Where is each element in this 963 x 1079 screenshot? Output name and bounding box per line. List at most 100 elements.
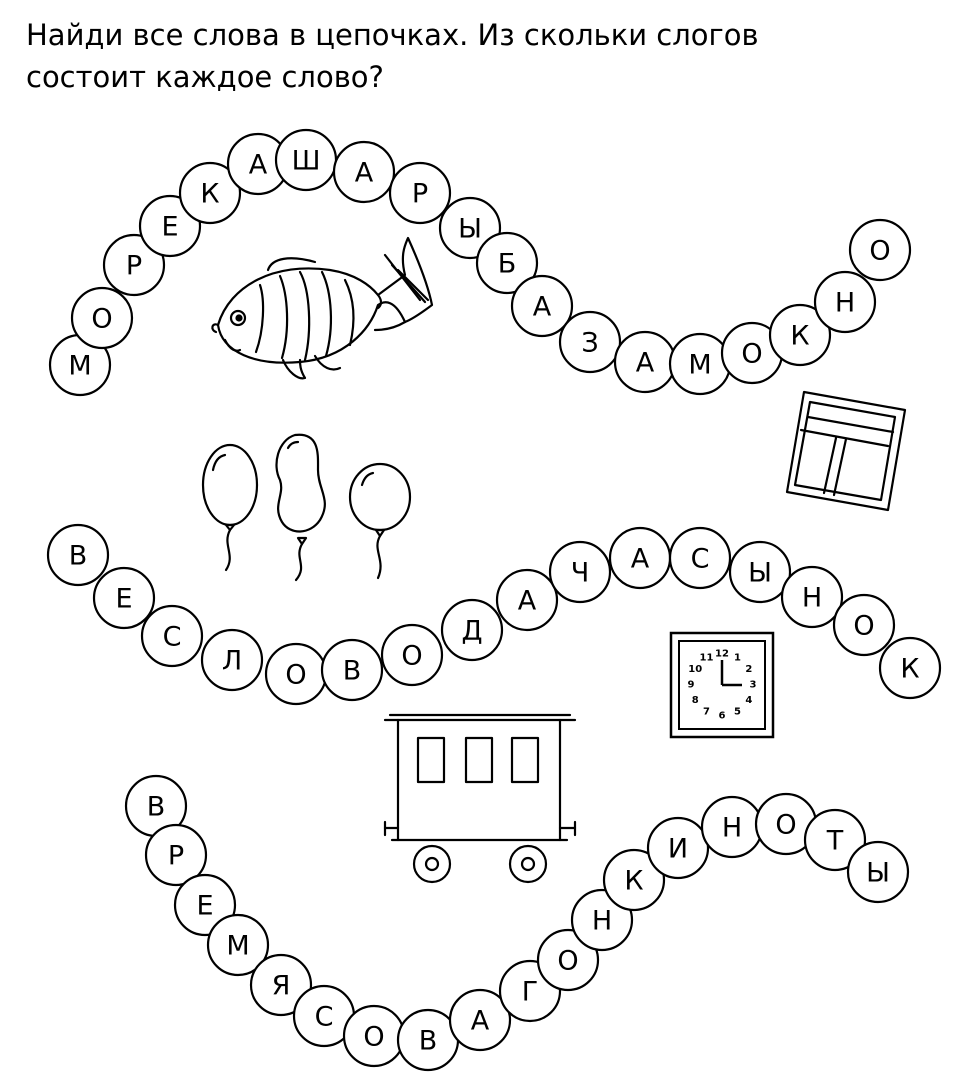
clock-number: 12: [715, 649, 729, 660]
letter-bead: О: [832, 593, 896, 657]
bead-circle: [178, 161, 242, 225]
bead-circle: [780, 565, 844, 629]
clock-number: 6: [719, 711, 726, 722]
wagon-picture: [383, 713, 577, 884]
letter-bead: Я: [249, 953, 313, 1017]
letter-bead: К: [178, 161, 242, 225]
bead-letter: С: [315, 1002, 334, 1033]
bead-letter: Л: [222, 646, 242, 677]
bead-circle: [602, 848, 666, 912]
letter-bead: М: [668, 332, 732, 396]
bead-letter: С: [163, 622, 182, 653]
bead-circle: [475, 231, 539, 295]
bead-letter: Н: [722, 813, 742, 844]
bead-letter: А: [249, 150, 268, 181]
bead-circle: [548, 540, 612, 604]
bead-letter: Ы: [866, 858, 890, 889]
bead-circle: [388, 161, 452, 225]
bead-letter: Н: [835, 288, 855, 319]
bead-letter: Г: [522, 977, 538, 1008]
bead-letter: В: [343, 656, 362, 687]
bead-letter: Д: [461, 616, 482, 647]
bead-circle: [206, 913, 270, 977]
bead-circle: [846, 840, 910, 904]
bead-circle: [558, 310, 622, 374]
letter-bead: И: [646, 816, 710, 880]
letter-bead: А: [448, 988, 512, 1052]
bead-letter: М: [688, 350, 711, 381]
letter-bead: О: [70, 286, 134, 350]
letter-bead: К: [878, 636, 942, 700]
clock-number: 10: [688, 664, 702, 675]
bead-letter: А: [355, 158, 374, 189]
letter-bead: Р: [144, 823, 208, 887]
letter-bead: В: [320, 638, 384, 702]
bead-letter: З: [581, 328, 598, 359]
bead-letter: Р: [168, 841, 184, 872]
clock-number: 3: [750, 680, 757, 691]
letter-bead: С: [140, 604, 204, 668]
bead-letter: Е: [196, 891, 213, 922]
letter-bead: З: [558, 310, 622, 374]
bead-circle: [668, 526, 732, 590]
letter-bead: А: [226, 132, 290, 196]
letter-bead: А: [332, 140, 396, 204]
letter-bead: Л: [200, 628, 264, 692]
bead-letter: А: [631, 544, 650, 575]
letter-bead: А: [613, 330, 677, 394]
task-text: Найди все слова в цепочках. Из скольки с…: [26, 14, 938, 98]
letter-bead: О: [380, 623, 444, 687]
bead-circle: [320, 638, 384, 702]
bead-letter: Н: [802, 583, 822, 614]
bead-letter: А: [471, 1006, 490, 1037]
letter-bead: К: [602, 848, 666, 912]
bead-letter: К: [200, 179, 219, 210]
bead-letter: Н: [592, 906, 612, 937]
fish-picture: [211, 236, 434, 380]
bead-circle: [140, 604, 204, 668]
bead-letter: О: [869, 236, 890, 267]
letter-bead: Д: [440, 598, 504, 662]
bead-letter: Б: [498, 249, 517, 280]
bead-letter: В: [147, 792, 166, 823]
bead-letter: Е: [161, 212, 178, 243]
task-line-1: Найди все слова в цепочках. Из скольки с…: [26, 18, 759, 52]
bead-circle: [46, 523, 110, 587]
letter-bead: О: [848, 218, 912, 282]
bead-letter: Ы: [748, 558, 772, 589]
clock-number: 4: [745, 695, 752, 706]
clock-number: 7: [703, 706, 710, 717]
bead-circle: [510, 274, 574, 338]
bead-letter: К: [790, 321, 809, 352]
bead-circle: [249, 953, 313, 1017]
bead-circle: [495, 568, 559, 632]
bead-letter: В: [69, 541, 88, 572]
bead-circle: [380, 623, 444, 687]
bead-circle: [878, 636, 942, 700]
bead-circle: [813, 270, 877, 334]
bead-circle: [832, 593, 896, 657]
bead-letter: О: [775, 810, 796, 841]
letter-bead: В: [46, 523, 110, 587]
letter-bead: А: [608, 526, 672, 590]
clock-number: 9: [688, 680, 695, 691]
bead-letter: Р: [412, 179, 428, 210]
letter-bead: А: [495, 568, 559, 632]
bead-circle: [92, 566, 156, 630]
clock-number: 5: [734, 706, 741, 717]
bead-letter: О: [741, 339, 762, 370]
clock-number: 11: [700, 653, 714, 664]
bead-letter: А: [636, 348, 655, 379]
letter-bead: О: [754, 792, 818, 856]
bead-letter: М: [226, 931, 249, 962]
bead-letter: О: [401, 641, 422, 672]
bead-circle: [332, 140, 396, 204]
letter-bead: О: [342, 1004, 406, 1068]
bead-letter: К: [900, 654, 919, 685]
bead-letter: И: [668, 834, 688, 865]
